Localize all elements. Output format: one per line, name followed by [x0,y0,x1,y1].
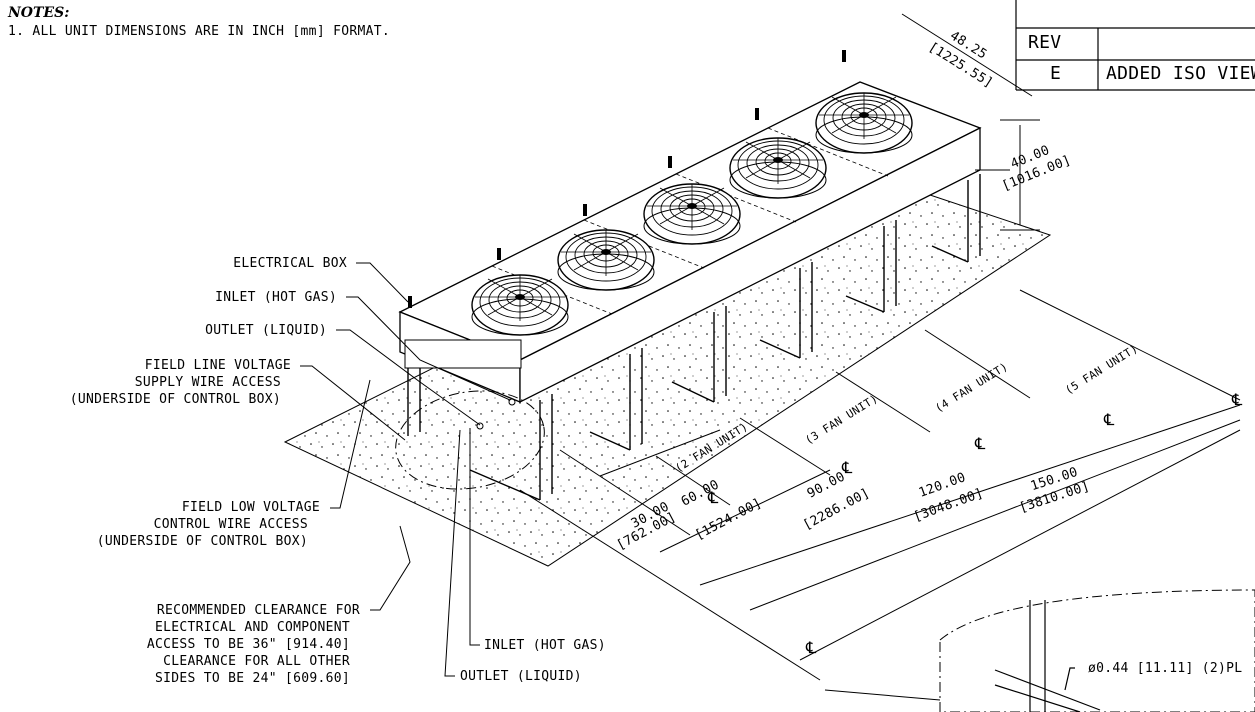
legs [407,174,981,501]
callout-inlet-hot-gas: INLET (HOT GAS) [215,290,337,305]
callout-field-line-voltage-3: (UNDERSIDE OF CONTROL BOX) [69,392,281,407]
rev-letter: E [1050,63,1062,84]
callout-outlet-bottom: OUTLET (LIQUID) [460,669,582,684]
callout-clearance-2: ELECTRICAL AND COMPONENT [154,620,350,635]
callout-field-low-voltage-3: (UNDERSIDE OF CONTROL BOX) [96,534,308,549]
callout-field-line-voltage-1: FIELD LINE VOLTAGE [144,358,291,373]
centerline-6: ℄ [806,638,817,657]
callout-field-line-voltage-2: SUPPLY WIRE ACCESS [134,375,281,390]
callout-clearance-4: CLEARANCE FOR ALL OTHER [163,654,350,669]
callout-field-low-voltage-1: FIELD LOW VOLTAGE [181,500,320,515]
callout-outlet-liquid: OUTLET (LIQUID) [205,323,327,338]
rev-description: ADDED ISO VIEW [1106,63,1255,84]
callout-clearance-3: ACCESS TO BE 36" [914.40] [146,637,350,652]
callout-field-low-voltage-2: CONTROL WIRE ACCESS [153,517,308,532]
callout-electrical-box: ELECTRICAL BOX [233,256,347,271]
note-1: 1. ALL UNIT DIMENSIONS ARE IN INCH [mm] … [8,24,390,39]
centerline-3: ℄ [975,434,986,453]
rev-header: REV [1028,32,1062,53]
callout-clearance-1: RECOMMENDED CLEARANCE FOR [156,603,360,618]
centerline-2: ℄ [842,458,853,477]
centerline-4: ℄ [1104,410,1115,429]
callout-clearance-5: SIDES TO BE 24" [609.60] [154,671,350,686]
centerline-5: ℄ [1232,390,1243,409]
centerline-1: ℄ [708,488,719,507]
callout-inlet-bottom: INLET (HOT GAS) [484,638,606,653]
callout-hole-detail: ø0.44 [11.11] (2)PL [1088,661,1243,676]
notes-title: NOTES: [8,5,70,21]
